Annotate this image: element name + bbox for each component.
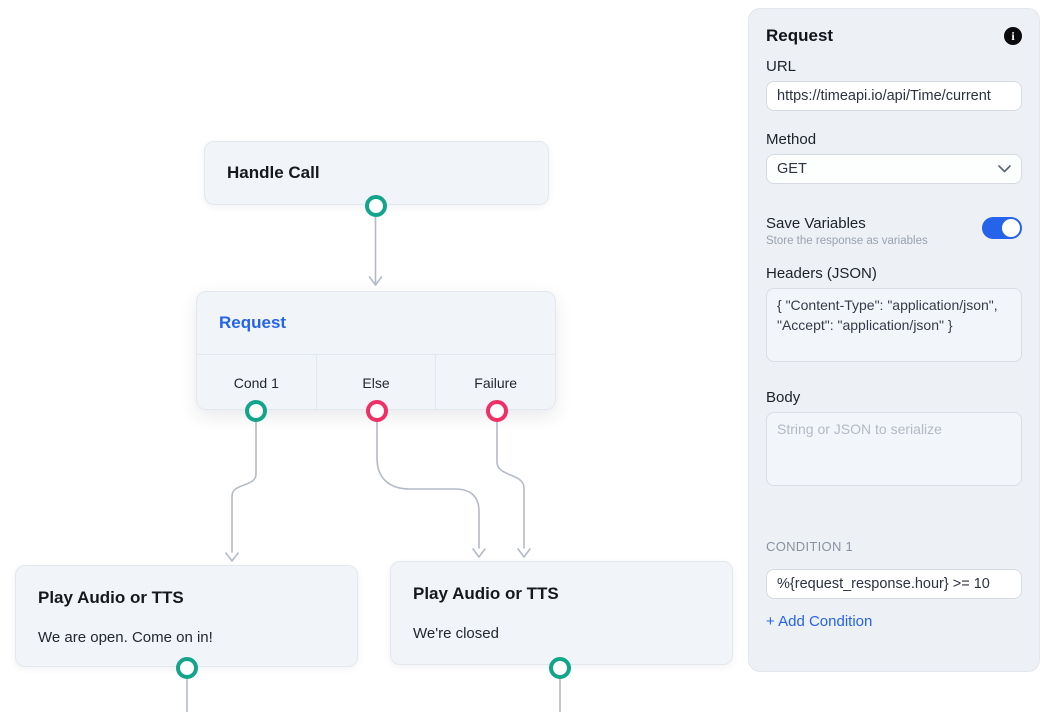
request-config-panel: Request i URL Method GET Save Variables … [748,8,1040,672]
url-input[interactable] [766,81,1022,111]
save-variables-toggle[interactable] [982,217,1022,239]
url-label: URL [766,58,797,75]
output-port-play-closed[interactable] [549,657,571,679]
add-condition-link[interactable]: + Add Condition [766,613,873,630]
branch-cond-1: Cond 1 [233,374,279,391]
body-textarea[interactable] [766,412,1022,486]
output-port-else[interactable] [366,400,388,422]
chevron-down-icon [998,165,1011,173]
headers-textarea[interactable]: { "Content-Type": "application/json", "A… [766,288,1022,362]
method-select-value: GET [777,161,807,177]
method-select[interactable]: GET [766,154,1022,184]
body-label: Body [766,389,801,406]
branch-row: Cond 1 Else Failure [197,355,555,410]
node-request[interactable]: Request Cond 1 Else Failure [196,291,556,410]
flow-canvas[interactable]: Handle Call Request Cond 1 Else Failure … [0,0,745,712]
output-port-handle-call[interactable] [365,195,387,217]
toggle-knob [1002,219,1020,237]
method-label: Method [766,131,817,148]
output-port-failure[interactable] [486,400,508,422]
node-title: Handle Call [227,163,320,182]
condition-label: CONDITION 1 [766,539,854,554]
condition-input[interactable] [766,569,1022,599]
branch-failure: Failure [435,355,555,410]
node-play-audio-closed[interactable]: Play Audio or TTS We're closed [390,561,733,665]
save-variables-label: Save Variables [766,215,866,232]
info-icon[interactable]: i [1004,27,1022,45]
headers-label: Headers (JSON) [766,265,877,282]
node-title: Play Audio or TTS [38,588,184,607]
node-title: Request [219,313,287,332]
node-title: Play Audio or TTS [413,584,559,603]
branch-else: Else [315,355,436,410]
node-message: We're closed [413,625,499,642]
output-port-play-open[interactable] [176,657,198,679]
save-variables-hint: Store the response as variables [766,235,928,247]
node-message: We are open. Come on in! [38,629,213,646]
panel-title: Request [766,26,834,45]
node-play-audio-open[interactable]: Play Audio or TTS We are open. Come on i… [15,565,358,667]
output-port-cond-1[interactable] [245,400,267,422]
